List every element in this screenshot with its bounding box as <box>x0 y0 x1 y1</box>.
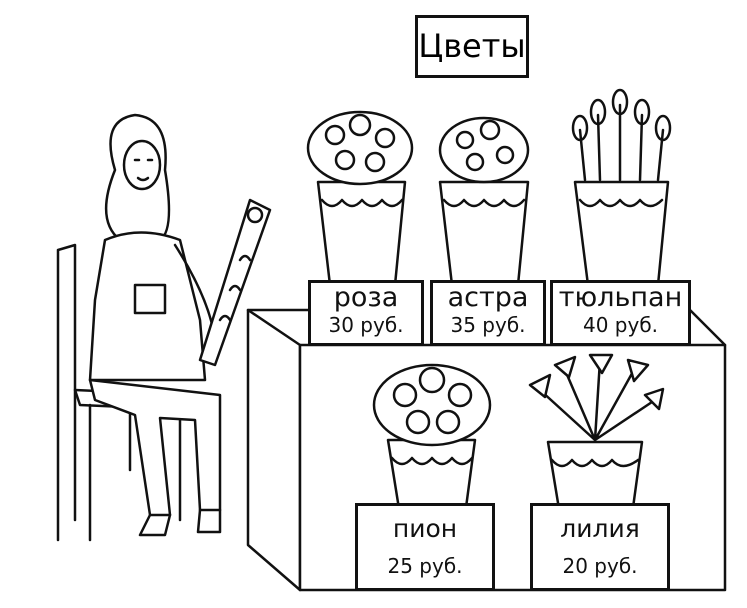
price-tag-tulip: тюльпан 40 руб. <box>550 280 691 346</box>
price-tag-lily: лилия 20 руб. <box>530 503 670 591</box>
flower-price: 35 руб. <box>450 313 526 337</box>
flower-price: 20 руб. <box>562 554 638 578</box>
flower-name: тюльпан <box>558 282 683 313</box>
rose-pot <box>306 110 414 287</box>
flower-name: роза <box>333 282 399 313</box>
aster-pot <box>438 116 530 287</box>
flower-price: 25 руб. <box>387 554 463 578</box>
price-tag-peony: пион 25 руб. <box>355 503 495 591</box>
page-title: Цветы <box>415 15 529 78</box>
flower-price: 40 руб. <box>582 313 659 337</box>
flower-price: 30 руб. <box>328 313 404 337</box>
flower-name: пион <box>392 514 458 543</box>
lily-pot <box>528 353 665 517</box>
flower-name: астра <box>447 282 529 313</box>
price-tag-aster: астра 35 руб. <box>430 280 546 346</box>
tulip-pot <box>571 88 672 287</box>
peony-pot <box>372 363 492 517</box>
flower-name: лилия <box>560 514 640 543</box>
rose-bouquet <box>198 198 272 367</box>
price-tag-rose: роза 30 руб. <box>308 280 424 346</box>
seller-woman <box>88 113 222 537</box>
